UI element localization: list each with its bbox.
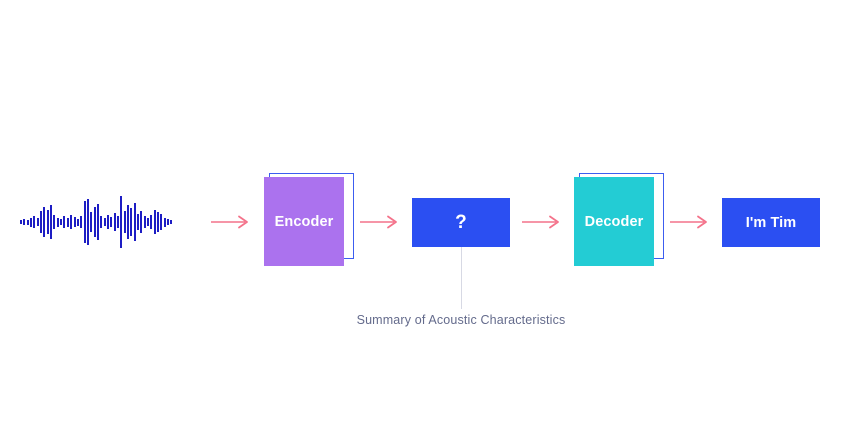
waveform-bar: [140, 211, 143, 233]
waveform-bar: [83, 201, 86, 243]
block-question[interactable]: ?: [412, 198, 510, 247]
waveform-bar: [170, 220, 173, 224]
waveform-bar: [73, 217, 76, 227]
block-output-label: I'm Tim: [745, 214, 797, 231]
waveform-bar: [120, 196, 123, 248]
waveform-bar: [40, 211, 43, 233]
block-encoder-label: Encoder: [274, 213, 334, 230]
waveform-bar: [116, 216, 119, 228]
waveform-bar: [100, 216, 103, 228]
arrow-question-to-decoder: [522, 215, 564, 229]
waveform-bar: [86, 199, 89, 245]
waveform-bar: [127, 205, 129, 239]
waveform-bar: [46, 210, 49, 234]
waveform-bar: [96, 204, 99, 240]
waveform-bar: [30, 217, 33, 227]
question-to-caption-connector: [461, 247, 462, 309]
block-question-label: ?: [455, 211, 467, 233]
waveform-bar: [63, 216, 66, 228]
waveform-bar: [110, 217, 113, 227]
waveform-bar: [20, 220, 22, 224]
waveform-bar: [43, 207, 46, 237]
arrow-waveform-to-encoder: [211, 215, 253, 229]
block-encoder[interactable]: Encoder: [264, 177, 344, 266]
waveform-bar: [160, 214, 163, 230]
arrow-encoder-to-question: [360, 215, 402, 229]
waveform-bar: [80, 216, 83, 228]
waveform-bar: [130, 208, 133, 236]
waveform-bar: [76, 218, 79, 226]
waveform-bar: [147, 218, 150, 226]
waveform-bar: [66, 217, 69, 227]
arrow-decoder-to-output: [670, 215, 712, 229]
caption-summary-acoustic: Summary of Acoustic Characteristics: [356, 313, 566, 327]
waveform-bar: [60, 219, 63, 225]
waveform-bar: [33, 216, 36, 228]
waveform-bar: [53, 215, 56, 229]
waveform-bar: [90, 212, 93, 232]
waveform-bar: [70, 215, 73, 229]
waveform-bar: [103, 218, 106, 226]
waveform-bar: [137, 214, 140, 230]
waveform-bar: [56, 217, 59, 227]
waveform-bar: [167, 219, 170, 225]
waveform-bar: [153, 210, 156, 234]
waveform-bar: [157, 212, 160, 232]
waveform-bar: [23, 219, 26, 225]
waveform-bar: [106, 215, 109, 229]
waveform-bar: [163, 217, 166, 227]
block-output[interactable]: I'm Tim: [722, 198, 820, 247]
audio-waveform: [20, 190, 200, 254]
waveform-bar: [50, 205, 53, 239]
block-decoder-label: Decoder: [584, 213, 644, 230]
waveform-bar: [133, 203, 136, 241]
waveform-bar: [143, 216, 146, 228]
waveform-bar: [113, 213, 116, 231]
waveform-bar: [26, 219, 29, 225]
block-decoder[interactable]: Decoder: [574, 177, 654, 266]
waveform-bar: [150, 215, 153, 229]
waveform-bar: [123, 211, 126, 233]
waveform-bar: [93, 207, 96, 237]
waveform-bar: [36, 218, 39, 226]
